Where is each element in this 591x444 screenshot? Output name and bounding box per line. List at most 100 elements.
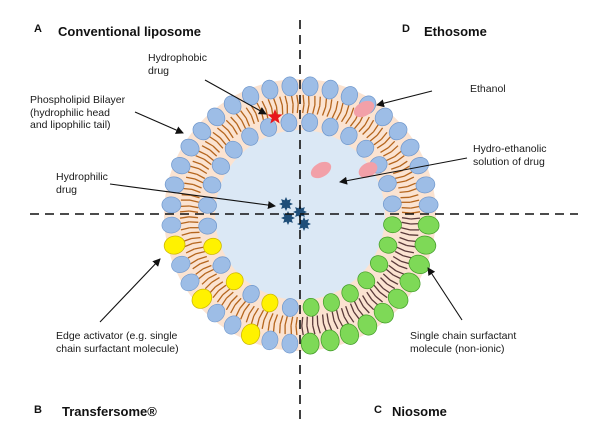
lipid-head bbox=[224, 140, 243, 159]
lipid-tail bbox=[366, 291, 373, 300]
lipid-tail bbox=[279, 324, 281, 334]
lipid-tail bbox=[380, 147, 389, 153]
lipid-tail bbox=[338, 318, 344, 328]
lipid-tail bbox=[235, 113, 243, 121]
lipid-tail bbox=[403, 171, 413, 177]
lipid-tail bbox=[380, 277, 388, 285]
lipid-tail bbox=[189, 205, 199, 209]
lipid-tail bbox=[301, 316, 304, 327]
lipid-tail bbox=[195, 268, 204, 275]
quadrant-title-d: Ethosome bbox=[424, 24, 487, 39]
lipid-tail bbox=[188, 216, 199, 219]
lipid-tail bbox=[362, 127, 370, 135]
lipid-tail bbox=[409, 194, 419, 198]
lipid-tail bbox=[343, 316, 350, 325]
lipid-tail bbox=[275, 106, 279, 116]
label-single-chain-surfactant: Single chain surfactant molecule (non-io… bbox=[410, 330, 517, 355]
lipid-head bbox=[192, 122, 212, 141]
lipid-head bbox=[261, 79, 279, 100]
lipid-head bbox=[207, 303, 226, 323]
lipid-tail bbox=[326, 108, 332, 117]
lipid-tail bbox=[398, 185, 408, 189]
lipid-head bbox=[340, 126, 358, 145]
lipid-head bbox=[241, 127, 259, 146]
lipid-tail bbox=[185, 176, 196, 180]
lipid-tail bbox=[335, 100, 339, 111]
lipid-tail bbox=[376, 142, 385, 149]
label-hydrophobic-drug: Hydrophobic drug bbox=[148, 52, 207, 77]
lipid-tail bbox=[373, 284, 381, 293]
lipid-tail bbox=[410, 211, 421, 214]
lipid-tail bbox=[248, 305, 255, 315]
lipid-tail bbox=[182, 187, 193, 191]
quadrant-title-c: Niosome bbox=[392, 404, 447, 419]
lipid-tail bbox=[407, 182, 416, 188]
lipid-tail bbox=[250, 115, 255, 125]
lipid-tail bbox=[219, 137, 227, 146]
lipid-tail bbox=[404, 250, 415, 254]
lipid-head bbox=[211, 157, 230, 175]
lipid-tail bbox=[400, 260, 410, 265]
lipid-tail bbox=[187, 253, 197, 259]
lipid-tail bbox=[181, 232, 191, 236]
lipid-head bbox=[321, 79, 339, 100]
lipid-tail bbox=[192, 160, 202, 165]
lipid-tail bbox=[384, 135, 392, 144]
lipid-tail bbox=[317, 324, 321, 334]
lipid-tail bbox=[395, 270, 405, 275]
lipid-head bbox=[383, 216, 402, 234]
quadrant-title-b: Transfersome® bbox=[62, 404, 157, 419]
ethanol-molecule bbox=[310, 161, 332, 179]
lipid-head bbox=[163, 235, 186, 255]
lipid-tail bbox=[333, 320, 339, 330]
lipid-tail bbox=[340, 308, 345, 317]
lipid-tail bbox=[389, 279, 399, 285]
lipid-tail bbox=[403, 255, 413, 259]
lipid-head bbox=[301, 76, 319, 97]
label-hydro-ethanolic: Hydro-ethanolic solution of drug bbox=[473, 143, 547, 168]
lipid-tail bbox=[250, 315, 255, 325]
lipid-tail bbox=[230, 304, 236, 314]
lipid-tail bbox=[241, 120, 247, 129]
lipid-tail bbox=[256, 318, 260, 328]
lipid-tail bbox=[301, 325, 304, 336]
lipid-tail bbox=[234, 297, 242, 306]
lipid-tail bbox=[255, 113, 260, 122]
lipid-tail bbox=[390, 145, 399, 153]
lipid-tail bbox=[258, 309, 265, 319]
quadrant-title-a: Conventional liposome bbox=[58, 24, 202, 39]
lipid-tail bbox=[380, 131, 388, 140]
lipid-tail bbox=[376, 281, 384, 289]
lipid-tail bbox=[401, 221, 411, 225]
lipid-tail bbox=[331, 109, 337, 119]
lipid-head bbox=[180, 273, 200, 292]
lipid-head bbox=[378, 175, 397, 193]
lipid-tail bbox=[296, 94, 299, 105]
lipid-tail bbox=[267, 99, 273, 108]
lipid-tail bbox=[279, 315, 284, 325]
lipid-head bbox=[340, 86, 358, 106]
lipid-tail bbox=[362, 305, 370, 314]
lipid-tail bbox=[353, 121, 361, 130]
lipid-tail bbox=[284, 316, 288, 326]
lipid-tail bbox=[245, 117, 251, 127]
lipid-tail bbox=[189, 210, 199, 213]
lipid-tail bbox=[335, 310, 340, 320]
lipid-tail bbox=[261, 319, 265, 330]
lipid-tail bbox=[324, 97, 328, 108]
lipid-head bbox=[418, 196, 439, 214]
hydrophilic-drug-molecule bbox=[279, 197, 293, 211]
lipid-tail bbox=[203, 158, 212, 166]
lipid-tail bbox=[410, 199, 420, 203]
lipid-head bbox=[203, 237, 222, 255]
lipid-tail bbox=[394, 250, 404, 257]
lipid-head bbox=[387, 288, 409, 309]
lipid-head bbox=[301, 113, 319, 132]
lipid-tail bbox=[185, 248, 195, 254]
lipid-tail bbox=[220, 297, 228, 307]
lipid-tail bbox=[382, 273, 391, 281]
lipid-tail bbox=[312, 104, 316, 114]
lipid-tail bbox=[385, 268, 394, 276]
lipid-tail bbox=[353, 301, 359, 310]
lipid-head bbox=[223, 95, 242, 115]
